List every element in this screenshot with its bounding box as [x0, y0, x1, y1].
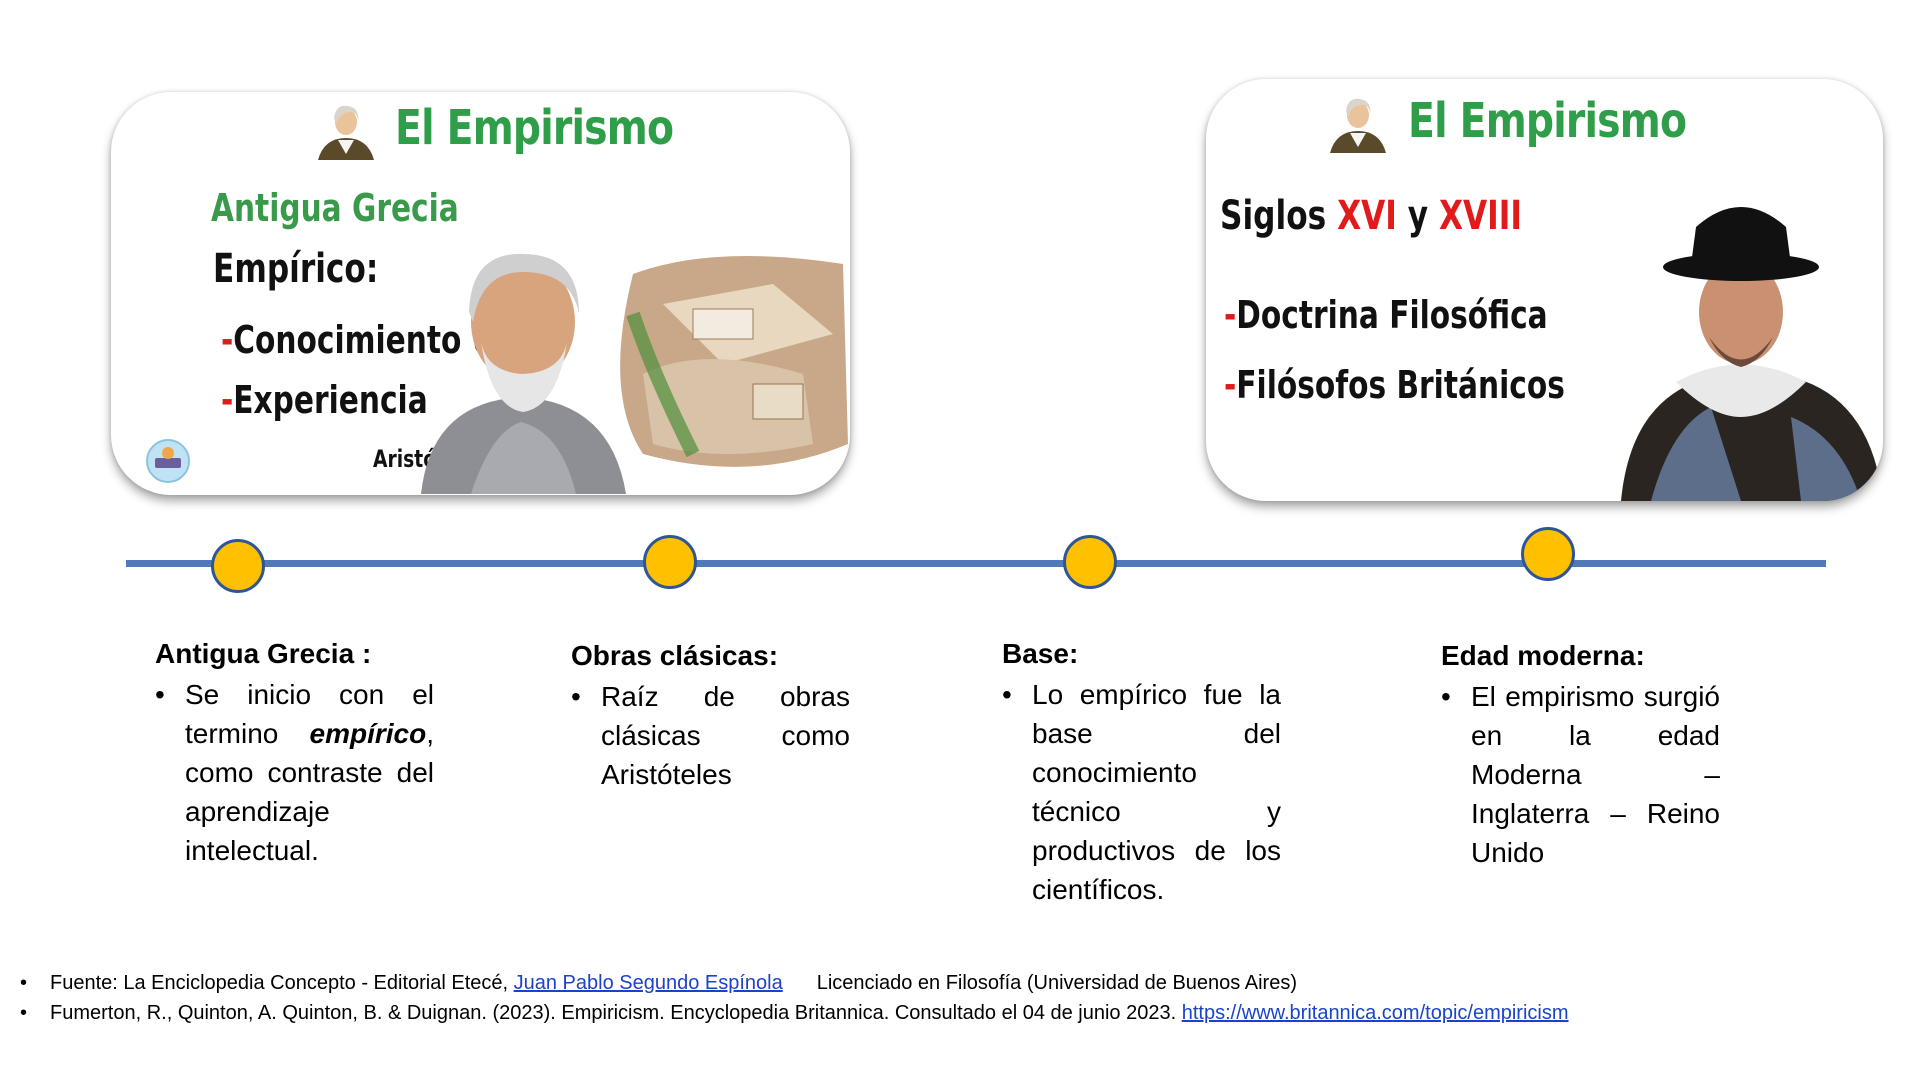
card-left-item-2: -Experiencia [221, 378, 428, 422]
column-heading: Obras clásicas: [571, 640, 779, 671]
philosopher-portrait-icon [318, 105, 374, 160]
card-right-title: El Empirismo [1408, 93, 1687, 149]
timeline-node-2 [643, 535, 697, 589]
reference-2-link[interactable]: https://www.britannica.com/topic/empiric… [1181, 1002, 1569, 1024]
card-siglos: El Empirismo Siglos XVI y XVIII -Doctrin… [1206, 79, 1883, 501]
card-left-term: Empírico: [213, 246, 379, 292]
aristotle-bust [421, 253, 626, 494]
philosopher-portrait-icon [1330, 98, 1386, 153]
timeline-node-4 [1521, 527, 1575, 581]
card-right-item-1: -Doctrina Filosófica [1224, 293, 1548, 337]
column-base: Base: Lo empírico fue la base del conoci… [1002, 634, 1281, 909]
card-antigua-grecia: El Empirismo Antigua Grecia Empírico: -C… [111, 92, 850, 495]
column-heading: Antigua Grecia : [155, 638, 372, 669]
column-antigua-grecia: Antigua Grecia : Se inicio con el termin… [155, 634, 434, 870]
card-right-item-2: -Filósofos Británicos [1224, 363, 1565, 407]
reference-1: • Fuente: La Enciclopedia Concepto - Edi… [20, 972, 1297, 994]
timeline-node-3 [1063, 535, 1117, 589]
column-edad-moderna: Edad moderna: El empirismo surgió en la … [1441, 636, 1720, 872]
column-bullet: El empirismo surgió en la edad Moderna –… [1441, 677, 1720, 872]
card-left-title: El Empirismo [395, 100, 674, 156]
card-right-siglos: Siglos XVI y XVIII [1220, 193, 1523, 239]
column-obras-clasicas: Obras clásicas: Raíz de obras clásicas c… [571, 636, 850, 794]
column-bullet: Se inicio con el termino empírico, como … [155, 675, 434, 870]
ancient-city-illustration [620, 256, 848, 467]
column-heading: Base: [1002, 638, 1079, 669]
column-heading: Edad moderna: [1441, 640, 1645, 671]
column-bullet: Lo empírico fue la base del conocimiento… [1002, 675, 1281, 909]
reference-1-link[interactable]: Juan Pablo Segundo Espínola [513, 972, 783, 994]
timeline-node-1 [211, 539, 265, 593]
reference-2: • Fumerton, R., Quinton, A. Quinton, B. … [20, 1002, 1569, 1024]
bacon-portrait [1621, 207, 1883, 501]
timeline-line [126, 560, 1826, 567]
card-left-era: Antigua Grecia [211, 186, 459, 230]
logo-badge [146, 439, 190, 483]
column-bullet: Raíz de obras clásicas como Aristóteles [571, 677, 850, 794]
